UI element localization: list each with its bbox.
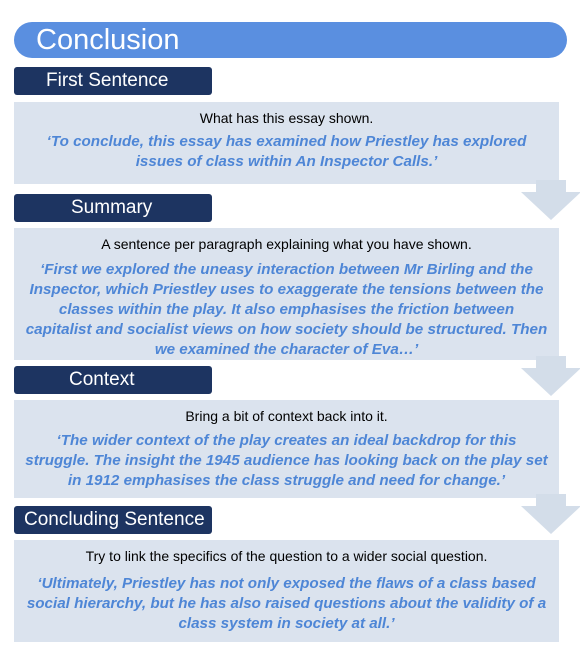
section-instruction: Bring a bit of context back into it. (185, 408, 388, 424)
section-example: ‘To conclude, this essay has examined ho… (46, 133, 527, 170)
section-example: ‘The wider context of the play creates a… (25, 432, 548, 489)
section-instruction: Try to link the specifics of the questio… (85, 548, 488, 564)
section-label-concluding-sentence: Concluding Sentence (14, 506, 212, 534)
flow-arrow-stem (536, 494, 566, 506)
down-arrow-icon (521, 506, 580, 534)
section-box-summary: A sentence per paragraph explaining what… (14, 228, 559, 360)
section-instruction: A sentence per paragraph explaining what… (101, 236, 472, 252)
section-instruction: What has this essay shown. (199, 110, 374, 126)
section-box-concluding-sentence: Try to link the specifics of the questio… (14, 540, 559, 642)
section-box-first-sentence: What has this essay shown. ‘To conclude,… (14, 102, 559, 184)
section-box-context: Bring a bit of context back into it. ‘Th… (14, 400, 559, 498)
section-label-summary: Summary (14, 194, 212, 222)
flow-arrow-stem (536, 180, 566, 192)
flow-arrow-stem (536, 356, 566, 368)
section-label-context: Context (14, 366, 212, 394)
down-arrow-icon (521, 368, 580, 396)
section-label-first-sentence: First Sentence (14, 67, 212, 95)
section-example: ‘Ultimately, Priestley has not only expo… (26, 575, 547, 632)
section-example: ‘First we explored the uneasy interactio… (25, 261, 548, 358)
page-title: Conclusion (14, 22, 567, 58)
down-arrow-icon (521, 192, 580, 220)
